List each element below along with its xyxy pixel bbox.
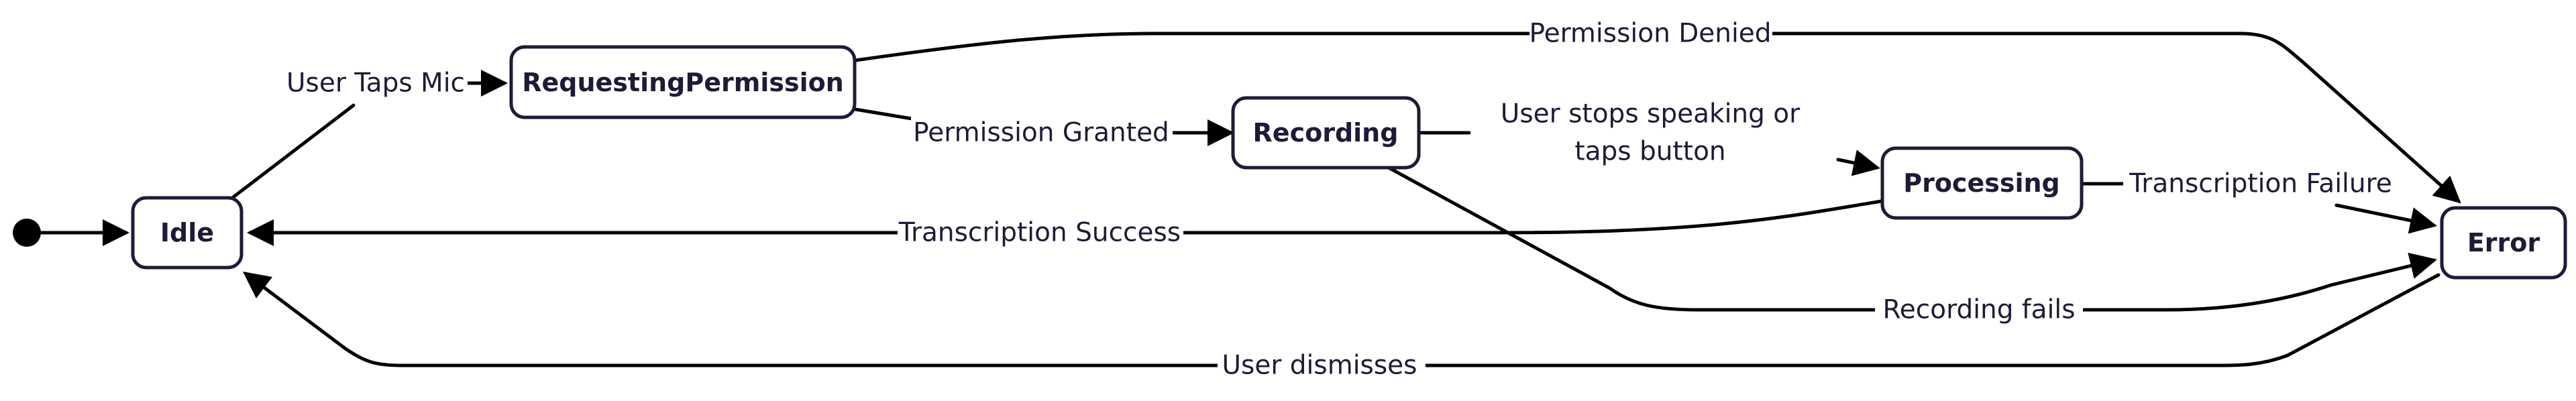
permission-denied-edge <box>853 32 2461 204</box>
state-idle-label: Idle <box>160 218 214 247</box>
label-user-dismisses: User dismisses <box>1222 351 1417 381</box>
state-requesting-permission-box <box>509 45 857 119</box>
state-error: Error <box>2440 206 2567 280</box>
state-idle-box <box>131 196 244 270</box>
transcription-failure-edge <box>2082 182 2434 225</box>
state-recording: Recording <box>1231 96 1421 170</box>
user-dismisses-edge <box>243 271 2440 367</box>
state-error-label: Error <box>2467 228 2540 257</box>
state-idle: Idle <box>13 196 244 270</box>
state-requesting-permission-label: RequestingPermission <box>522 68 844 97</box>
transitions <box>25 32 2461 367</box>
state-requesting-permission: RequestingPermission <box>509 45 857 119</box>
label-user-stops-line2: taps button <box>1574 137 1725 167</box>
state-processing-box <box>1880 146 2084 220</box>
user-taps-mic-edge <box>229 83 504 200</box>
label-transcription-success: Transcription Success <box>898 218 1181 248</box>
permission-granted-edge <box>853 109 1231 133</box>
user-stops-edge <box>1418 131 1877 168</box>
label-recording-fails: Recording fails <box>1882 295 2075 325</box>
state-recording-box <box>1231 96 1421 170</box>
label-user-stops-line1: User stops speaking or <box>1501 99 1801 129</box>
state-processing-label: Processing <box>1903 168 2060 198</box>
transcription-success-edge <box>247 199 1884 246</box>
state-recording-label: Recording <box>1253 118 1399 148</box>
label-permission-denied: Permission Denied <box>1529 19 1771 49</box>
label-permission-granted: Permission Granted <box>913 118 1169 148</box>
recording-fails-edge <box>1387 166 2437 312</box>
initial-state-dot <box>13 219 41 247</box>
label-transcription-failure: Transcription Failure <box>2129 169 2392 199</box>
transition-labels: User Taps Mic Permission Denied Permissi… <box>285 16 2398 383</box>
state-processing: Processing <box>1880 146 2084 220</box>
state-error-box <box>2440 206 2567 280</box>
label-user-taps-mic: User Taps Mic <box>286 68 465 99</box>
